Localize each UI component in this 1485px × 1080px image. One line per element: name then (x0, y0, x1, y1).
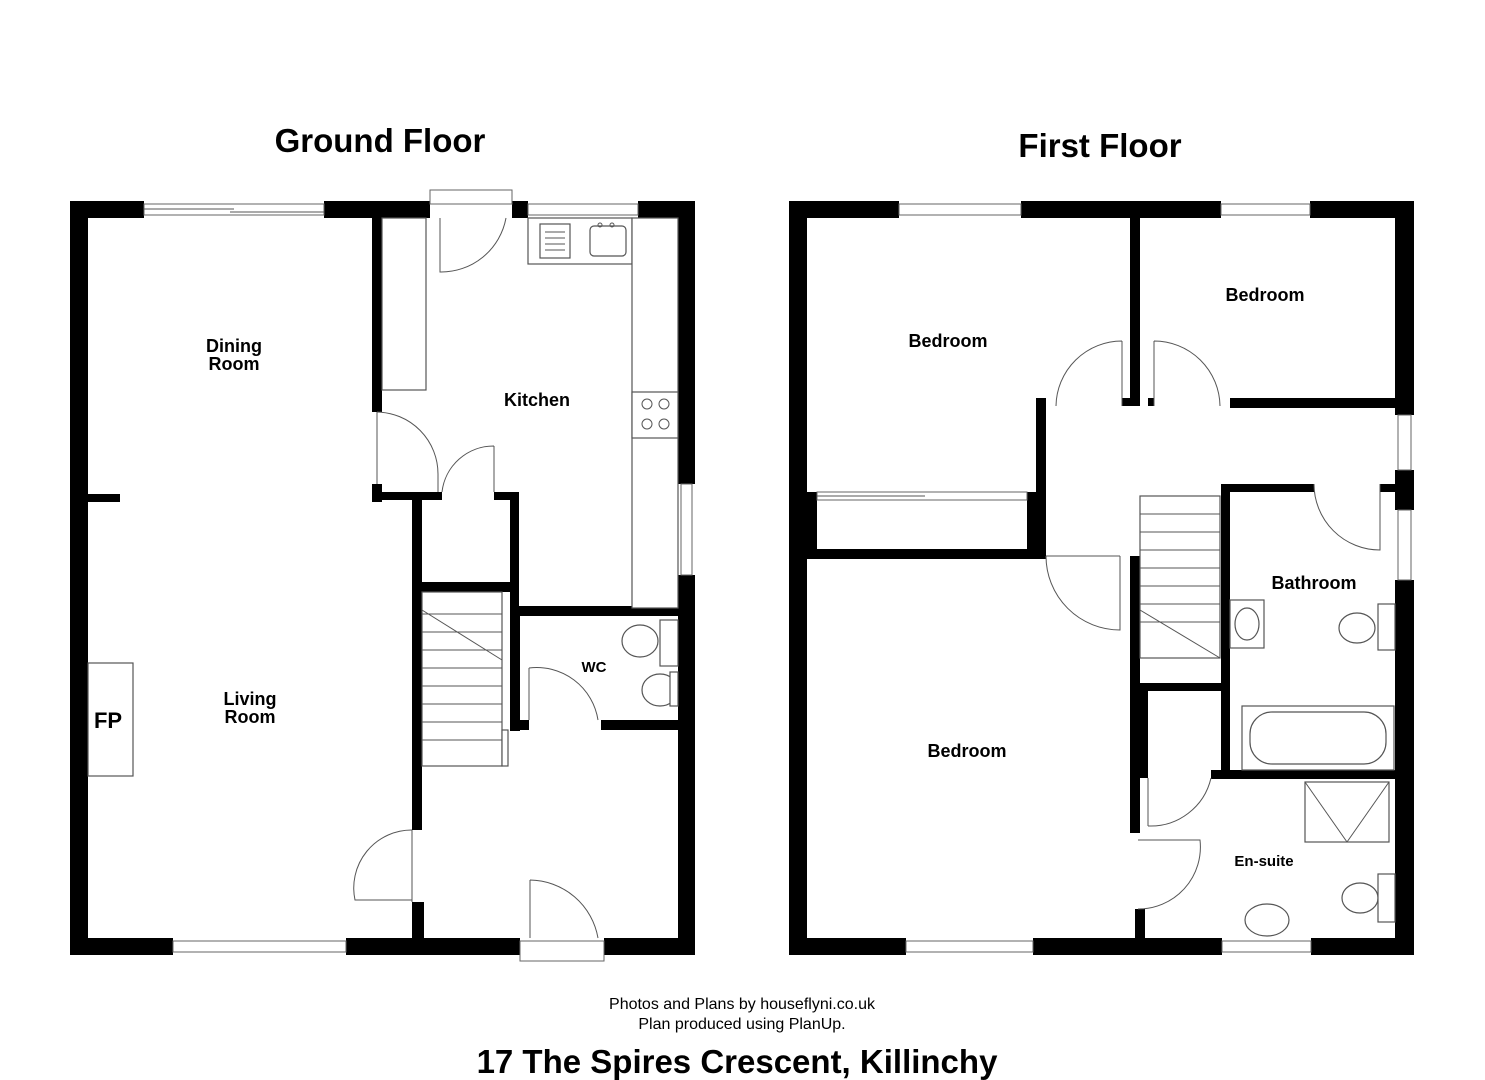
room-label-kitchen: Kitchen (504, 390, 570, 410)
floor-title-ground: Ground Floor (275, 122, 486, 159)
room-label-living-2: Room (225, 707, 276, 727)
room-label-wc: WC (582, 659, 607, 676)
kitchen-window (527, 203, 639, 216)
living-window (172, 940, 347, 953)
master-bedroom-window (905, 940, 1034, 953)
credits-line-2: Plan produced using PlanUp. (638, 1016, 845, 1033)
room-label-bedroom-3: Bedroom (927, 741, 1006, 761)
room-label-dining-2: Room (209, 354, 260, 374)
floor-title-first: First Floor (1018, 127, 1181, 164)
bedroom-window-front (898, 203, 1022, 216)
room-label-bedroom-2: Bedroom (1225, 285, 1304, 305)
room-label-dining: Dining (206, 336, 262, 356)
bathroom-window (1397, 509, 1412, 581)
room-label-bathroom: Bathroom (1272, 573, 1357, 593)
ensuite-window (1221, 940, 1312, 953)
room-label-fireplace: FP (94, 708, 122, 733)
landing-window (1397, 414, 1412, 471)
ground-floor-plan (70, 189, 695, 962)
kitchen-side-window (680, 483, 693, 576)
property-address: 17 The Spires Crescent, Killinchy (477, 1043, 999, 1080)
front-door-step (519, 940, 605, 962)
bedroom-window-small (1220, 203, 1311, 216)
room-label-living: Living (224, 689, 277, 709)
credits-line-1: Photos and Plans by houseflyni.co.uk (609, 996, 876, 1013)
room-label-bedroom-1: Bedroom (908, 331, 987, 351)
first-floor-plan (789, 201, 1414, 955)
room-label-ensuite: En-suite (1234, 853, 1293, 870)
